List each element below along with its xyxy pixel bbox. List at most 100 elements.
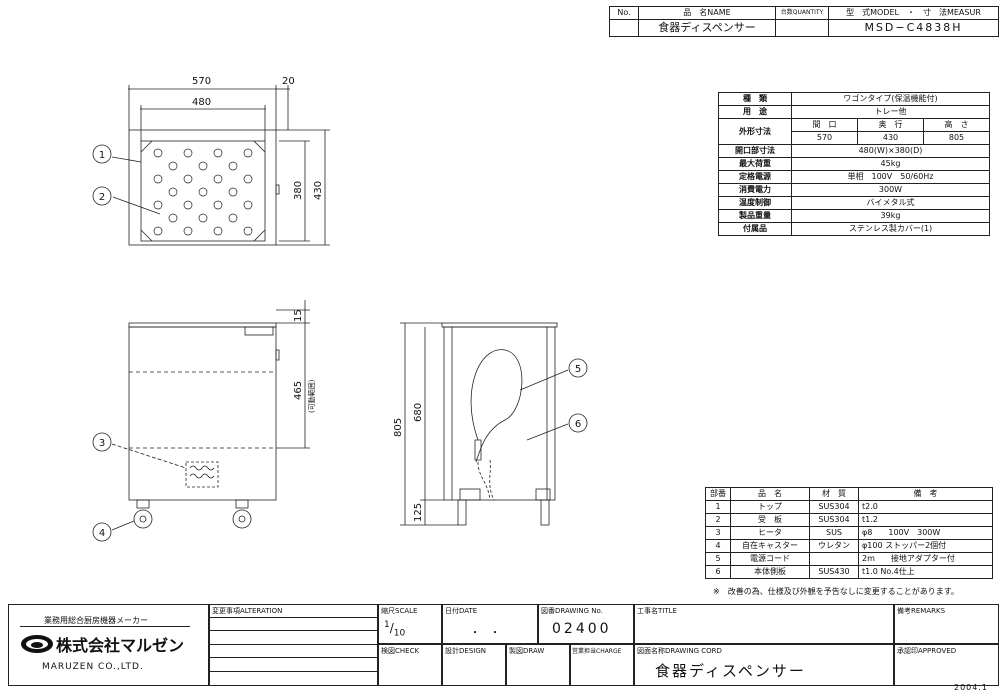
maker-line: 業務用総合厨房機器メーカー	[44, 616, 148, 625]
dim-125: 125	[413, 503, 424, 522]
date-value: ・ ・	[470, 628, 500, 639]
company-box	[8, 604, 209, 686]
parts-cell	[809, 552, 859, 566]
alteration-box	[209, 604, 378, 686]
parts-header: 品 名	[730, 487, 810, 501]
parts-cell: 1	[705, 500, 731, 514]
parts-cell: t1.0 No.4仕上	[858, 565, 993, 579]
parts-cell: ウレタン	[809, 539, 859, 553]
spec-key: 用 途	[718, 105, 792, 119]
top-view-outer	[128, 129, 277, 246]
parts-header: 材 質	[809, 487, 859, 501]
top-view-handle	[275, 184, 280, 195]
dim-430: 430	[313, 181, 324, 200]
parts-cell: 本体側板	[730, 565, 810, 579]
spec-subheader: 間 口	[791, 118, 858, 132]
parts-cell: 6	[705, 565, 731, 579]
top-view-inner	[140, 140, 266, 242]
technical-drawing: 570 20 480 380 430 15 465 (可動範囲) 805 680…	[92, 76, 588, 542]
cord-label: 図面名称DRAWING CORD	[637, 647, 722, 655]
parts-cell: SUS304	[809, 500, 859, 514]
drawing-no-value: 02400	[552, 621, 612, 637]
parts-cell: 4	[705, 539, 731, 553]
spec-subheader: 高 さ	[923, 118, 990, 132]
spec-key: 定格電源	[718, 170, 792, 184]
parts-cell: SUS	[809, 526, 859, 540]
parts-cell: φ8 100V 300W	[858, 526, 993, 540]
company-name-jp: 株式会社マルゼン	[56, 636, 185, 655]
caster-right	[232, 509, 252, 529]
spec-key: 外形寸法	[718, 118, 792, 145]
parts-cell: 2m 接地アダプター付	[858, 552, 993, 566]
spec-key: 種 類	[718, 92, 792, 106]
callout-5: 5	[575, 364, 581, 375]
drawing-no-label: 図番DRAWING No.	[541, 607, 603, 615]
alteration-label: 変更事項ALTERATION	[212, 607, 283, 615]
spec-value: 45kg	[791, 157, 990, 171]
side-view-top	[441, 322, 558, 328]
dim-adjust-note: (可動範囲)	[307, 379, 316, 413]
scale-label: 縮尺SCALE	[381, 607, 418, 615]
scale-denominator: 10	[393, 628, 406, 639]
parts-cell: ヒータ	[730, 526, 810, 540]
company-logo	[21, 635, 53, 653]
charge-label: 営業担当CHARGE	[572, 648, 622, 655]
approved-label: 承認印APPROVED	[897, 647, 957, 655]
power-cord	[470, 349, 523, 463]
design-label: 設計DESIGN	[445, 647, 486, 655]
side-view-body	[443, 326, 556, 501]
heater-outline	[185, 461, 219, 488]
front-view-body	[128, 326, 277, 501]
parts-cell: SUS430	[809, 565, 859, 579]
spec-value: 39kg	[791, 209, 990, 223]
spec-value: 単相 100V 50/60Hz	[791, 170, 990, 184]
header-table: No. 品 名NAME 台数QUANTITY 型 式MODEL ・ 寸 法MEA…	[609, 6, 999, 37]
spec-subvalue: 570	[791, 131, 858, 145]
parts-cell: t1.2	[858, 513, 993, 527]
dim-480: 480	[192, 97, 211, 108]
scale-numerator: 1	[384, 620, 390, 630]
check-label: 検図CHECK	[381, 647, 420, 655]
dim-570: 570	[192, 76, 211, 87]
spec-subheader: 奥 行	[857, 118, 924, 132]
dim-805: 805	[393, 418, 404, 437]
spec-key: 製品重量	[718, 209, 792, 223]
spec-key: 温度制御	[718, 196, 792, 210]
product-name: 食器ディスペンサー	[638, 19, 776, 37]
parts-cell: 受 板	[730, 513, 810, 527]
spec-subvalue: 805	[923, 131, 990, 145]
parts-cell: 自在キャスター	[730, 539, 810, 553]
spec-key: 最大荷重	[718, 157, 792, 171]
parts-header: 部番	[705, 487, 731, 501]
spec-value: 480(W)×380(D)	[791, 144, 990, 158]
parts-cell: 電源コード	[730, 552, 810, 566]
parts-cell: SUS304	[809, 513, 859, 527]
callout-3: 3	[99, 438, 105, 449]
date-label: 日付DATE	[445, 607, 478, 615]
spec-value: 300W	[791, 183, 990, 197]
qty-label: 台数QUANTITY	[775, 6, 829, 20]
spec-value: ワゴンタイプ(保温機能付)	[791, 92, 990, 106]
spec-key: 消費電力	[718, 183, 792, 197]
spec-key: 開口部寸法	[718, 144, 792, 158]
spec-subvalue: 430	[857, 131, 924, 145]
model-number: MSD−C4838H	[828, 19, 999, 37]
dim-380: 380	[293, 181, 304, 200]
parts-cell: φ100 ストッパー2個付	[858, 539, 993, 553]
company-name-en: MARUZEN CO.,LTD.	[42, 662, 144, 672]
cord-value: 食器ディスペンサー	[655, 662, 806, 680]
year-stamp: 2004.1	[954, 683, 988, 692]
parts-header: 備 考	[858, 487, 993, 501]
parts-cell: トップ	[730, 500, 810, 514]
front-view-label-plate	[244, 326, 274, 336]
title-label: 工事名TITLE	[637, 607, 677, 615]
callout-2: 2	[99, 192, 105, 203]
remarks-label: 備考REMARKS	[897, 607, 946, 615]
spec-table: 種 類ワゴンタイプ(保温機能付) 用 途トレー他 外形寸法 間 口 奥 行 高 …	[718, 92, 990, 236]
dim-680: 680	[413, 403, 424, 422]
spec-value: バイメタル式	[791, 196, 990, 210]
spec-value: ステンレス製カバー(1)	[791, 222, 990, 236]
callout-4: 4	[99, 528, 105, 539]
draw-label: 製図DRAW	[509, 647, 545, 655]
